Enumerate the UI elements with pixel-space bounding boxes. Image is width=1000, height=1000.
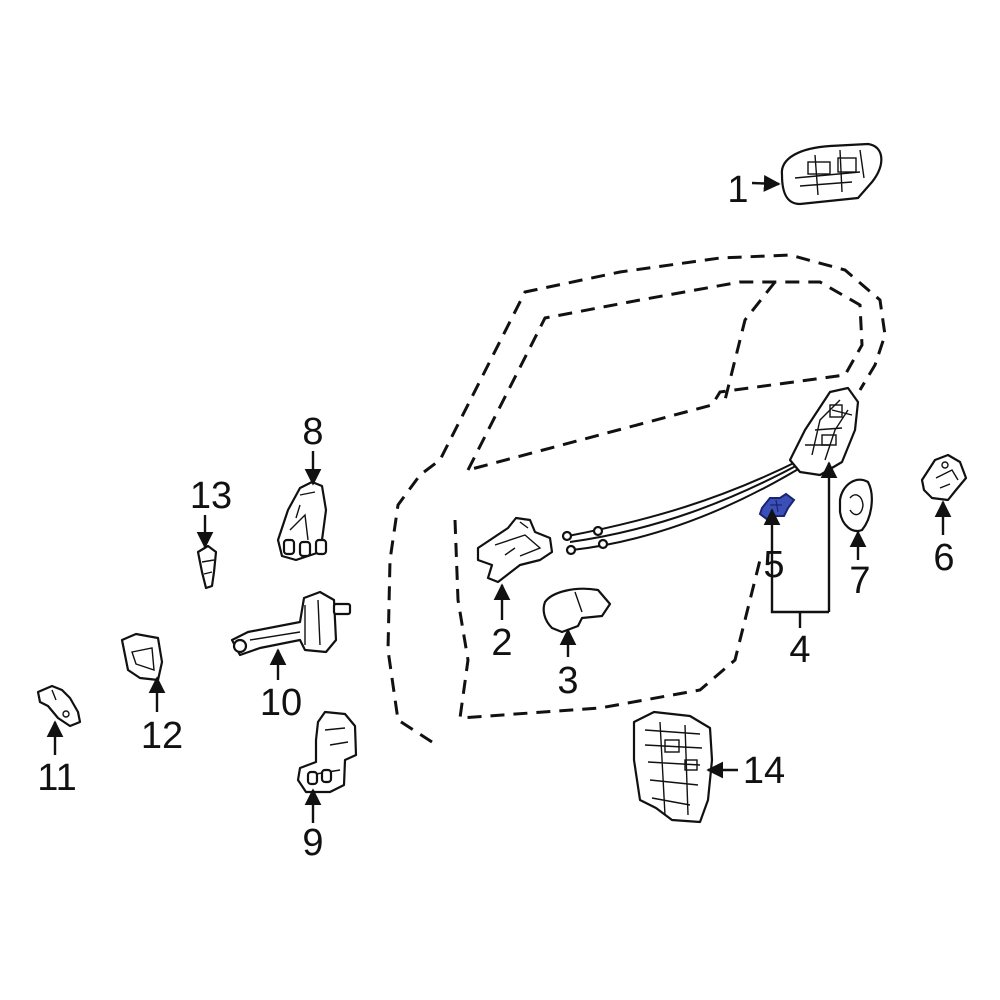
bracket-icon [36,684,82,728]
outside-handle-icon [780,142,883,206]
callout-1: 1 [727,169,748,211]
handle-bezel-icon [542,587,612,634]
callout-12: 12 [141,715,183,757]
door-outline [386,253,887,744]
lower-hinge-icon [296,710,358,794]
callout-4: 4 [789,629,810,671]
lock-cables [561,459,811,556]
callout-5: 5 [763,544,784,586]
control-module-icon [632,710,714,824]
door-check-icon [230,590,352,657]
callout-labels: 1 2 3 4 5 6 7 8 9 10 11 12 13 14 [37,169,954,864]
leader-lines [46,175,952,823]
callout-7: 7 [849,560,870,602]
handle-cover-icon [838,478,873,533]
callout-8: 8 [302,411,323,453]
callout-9: 9 [302,822,323,864]
callout-2: 2 [491,622,512,664]
callout-14: 14 [743,750,785,792]
clip-icon [196,544,218,590]
lock-clip-icon [758,492,796,522]
upper-hinge-icon [276,480,328,562]
callout-3: 3 [557,660,578,702]
retainer-icon [120,632,164,682]
callout-11: 11 [37,757,76,799]
callout-13: 13 [190,475,232,517]
callout-10: 10 [260,682,302,724]
striker-icon [920,453,968,502]
lock-assembly-icon [788,386,860,477]
callout-6: 6 [933,537,954,579]
inside-handle-icon [476,516,554,584]
